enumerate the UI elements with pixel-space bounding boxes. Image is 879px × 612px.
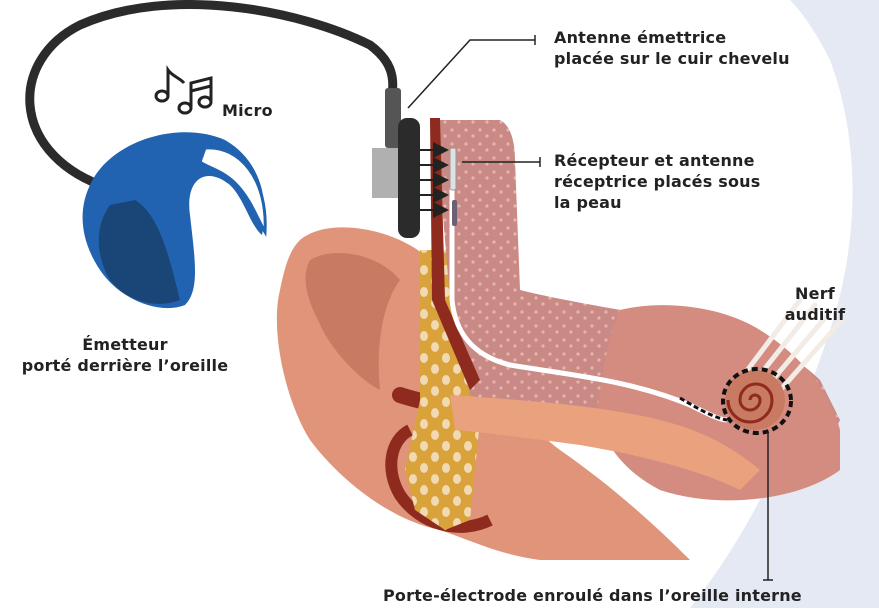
label-nerve: Nerf auditif <box>775 283 855 325</box>
receiver-line-3: la peau <box>554 192 760 213</box>
label-receiver: Récepteur et antenne réceptrice placés s… <box>554 150 760 213</box>
electrode-text: Porte-électrode enroulé dans l’oreille i… <box>383 585 802 606</box>
receiver-line-1: Récepteur et antenne <box>554 150 760 171</box>
micro-text: Micro <box>222 100 273 121</box>
receiver-antenna <box>452 200 457 226</box>
emitter-line-2: porté derrière l’oreille <box>0 355 250 376</box>
nerve-line-1: Nerf <box>775 283 855 304</box>
antenna-line-1: Antenne émettrice <box>554 27 790 48</box>
label-micro: Micro <box>222 100 273 121</box>
receiver-line-2: réceptrice placés sous <box>554 171 760 192</box>
receiver-implant <box>450 148 456 190</box>
label-antenna: Antenne émettrice placée sur le cuir che… <box>554 27 790 69</box>
label-electrode: Porte-électrode enroulé dans l’oreille i… <box>383 585 802 606</box>
label-emitter: Émetteur porté derrière l’oreille <box>0 334 250 376</box>
processor-unit <box>83 132 266 308</box>
transmitter-antenna <box>372 88 420 238</box>
antenna-line-2: placée sur le cuir chevelu <box>554 48 790 69</box>
emitter-line-1: Émetteur <box>0 334 250 355</box>
antenna-leader <box>408 40 535 108</box>
nerve-line-2: auditif <box>775 304 855 325</box>
music-notes-icon <box>156 70 211 113</box>
